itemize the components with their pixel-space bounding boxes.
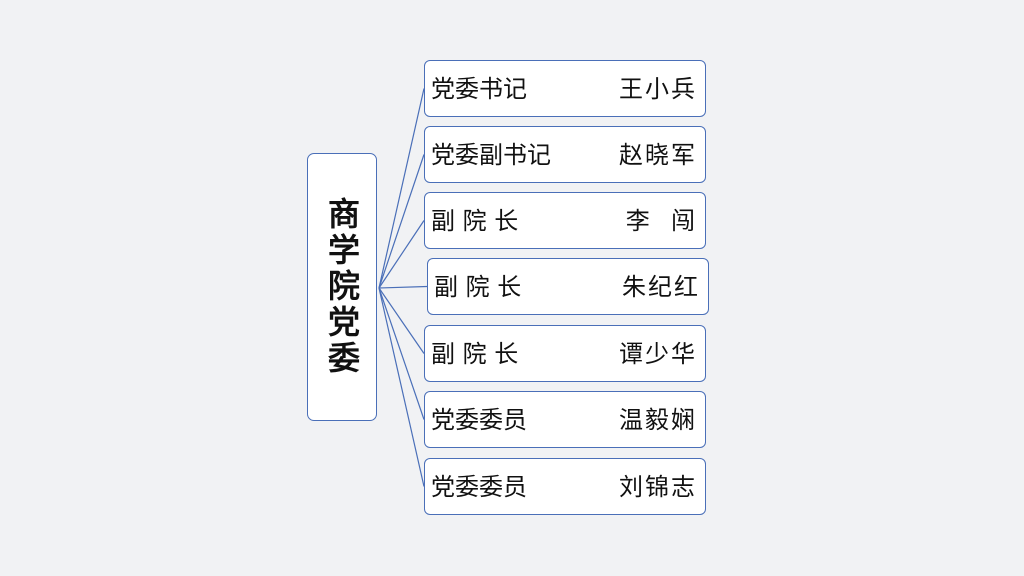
member-role: 副 院 长: [431, 340, 519, 368]
connector-line: [378, 220, 425, 289]
member-role: 副 院 长: [434, 273, 522, 301]
connector-line: [378, 285, 428, 289]
member-role: 副 院 长: [431, 207, 519, 235]
member-box: 党委委员 温毅娴: [424, 391, 706, 448]
connector-line: [378, 287, 425, 354]
member-name: 谭少华: [619, 340, 697, 368]
root-node-box: 商学院党委: [307, 153, 377, 421]
connector-line: [378, 287, 425, 420]
member-box: 党委委员 刘锦志: [424, 458, 706, 515]
connector-line: [378, 88, 425, 289]
root-node-label: 商学院党委: [323, 197, 361, 377]
member-box: 党委书记 王小兵: [424, 60, 706, 117]
connector-line: [378, 287, 425, 487]
member-box: 副 院 长 朱纪红: [427, 258, 709, 315]
member-box: 副 院 长李 闯: [424, 192, 706, 249]
member-box: 副 院 长 谭少华: [424, 325, 706, 382]
member-role: 党委书记: [431, 75, 527, 103]
member-name: 李 闯: [625, 207, 697, 235]
member-role: 党委副书记: [431, 141, 551, 169]
member-name: 赵晓军: [619, 141, 697, 169]
member-name: 王小兵: [619, 75, 697, 103]
member-name: 朱纪红: [622, 273, 700, 301]
member-name: 温毅娴: [619, 406, 697, 434]
member-role: 党委委员: [431, 406, 527, 434]
member-box: 党委副书记 赵晓军: [424, 126, 706, 183]
connector-line: [378, 154, 425, 289]
member-role: 党委委员: [431, 473, 527, 501]
member-name: 刘锦志: [619, 473, 697, 501]
